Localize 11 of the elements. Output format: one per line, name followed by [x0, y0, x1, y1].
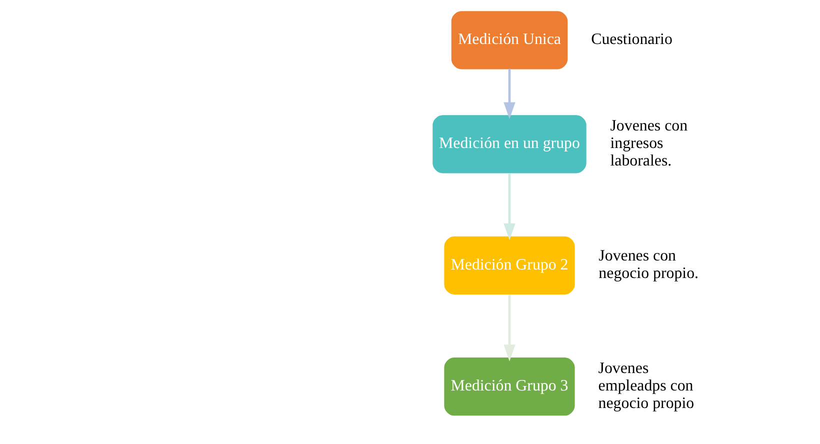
node-label: Jovenes empleadps con negocio propio	[598, 360, 694, 412]
node-box: Medición Unica	[450, 11, 568, 70]
arrow	[503, 174, 515, 240]
arrow	[503, 68, 515, 120]
node-box: Medición Grupo 3	[444, 358, 574, 416]
node-box: Medición Grupo 2	[444, 236, 574, 294]
arrow	[503, 294, 515, 362]
node-label: Jovenes con negocio propio.	[598, 248, 698, 282]
node-box: Medición en un grupo	[432, 115, 586, 174]
node-label: Cuestionario	[590, 31, 672, 48]
node-label: Jovenes con ingresos laborales.	[610, 118, 688, 170]
